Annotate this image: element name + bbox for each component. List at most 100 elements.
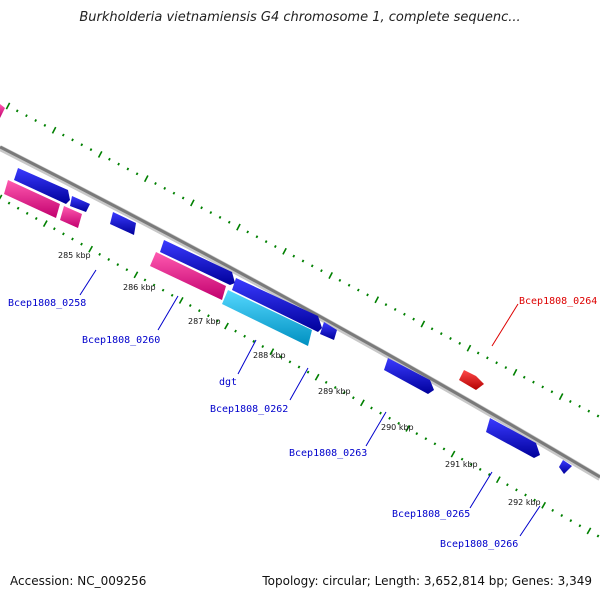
minor-tick xyxy=(207,314,210,318)
inner-tick-track xyxy=(0,194,600,538)
minor-tick xyxy=(43,123,47,127)
major-tick xyxy=(97,150,103,158)
minor-tick xyxy=(61,133,65,137)
gene-arrow-cyan[interactable] xyxy=(222,290,312,346)
gene-arrow-blue[interactable] xyxy=(14,168,70,204)
minor-tick xyxy=(533,498,536,502)
minor-tick xyxy=(458,341,462,345)
minor-tick xyxy=(117,162,120,166)
minor-tick xyxy=(550,390,554,394)
gene-arrow-blue[interactable] xyxy=(384,358,434,394)
minor-tick xyxy=(412,317,415,321)
gene-label-bcep1808-0263[interactable]: Bcep1808_0263 xyxy=(289,448,367,459)
gene-label-bcep1808-0258[interactable]: Bcep1808_0258 xyxy=(8,298,86,309)
minor-tick xyxy=(25,114,28,118)
gene-arrow-blue[interactable] xyxy=(160,240,235,285)
gene-label-bcep1808-0262[interactable]: Bcep1808_0262 xyxy=(210,404,288,415)
gene-arrow-blue[interactable] xyxy=(110,212,136,235)
minor-tick xyxy=(62,232,65,236)
minor-tick xyxy=(297,365,301,369)
gene-arrow-blue[interactable] xyxy=(320,322,337,340)
major-tick xyxy=(190,199,195,207)
minor-tick xyxy=(234,329,237,333)
minor-tick xyxy=(218,215,222,219)
minor-tick xyxy=(154,182,157,185)
major-tick xyxy=(224,322,229,330)
minor-tick xyxy=(7,201,11,205)
minor-tick xyxy=(163,186,167,190)
minor-tick xyxy=(460,457,464,461)
minor-tick xyxy=(469,462,473,466)
major-tick xyxy=(178,296,184,304)
minor-tick xyxy=(495,361,498,365)
minor-tick xyxy=(279,355,283,359)
minor-tick xyxy=(522,375,526,379)
gene-arrow-blue[interactable] xyxy=(70,196,90,212)
outer-tick-track xyxy=(5,102,600,418)
minor-tick xyxy=(486,356,489,360)
minor-tick xyxy=(71,237,74,241)
minor-tick xyxy=(243,334,247,338)
minor-tick xyxy=(52,227,56,231)
major-tick xyxy=(586,527,592,535)
minor-tick xyxy=(161,288,165,292)
major-tick xyxy=(495,476,501,484)
minor-tick xyxy=(424,437,428,441)
minor-tick xyxy=(569,519,573,523)
kbp-label: 287 kbp xyxy=(188,317,221,326)
minor-tick xyxy=(366,293,369,297)
map-title: Burkholderia vietnamiensis G4 chromosome… xyxy=(79,10,521,25)
minor-tick xyxy=(333,385,337,389)
minor-tick xyxy=(181,196,185,200)
minor-tick xyxy=(261,345,265,349)
minor-tick xyxy=(264,240,268,244)
major-tick xyxy=(420,320,426,328)
gene-arrow-pink[interactable] xyxy=(150,252,226,300)
minor-tick xyxy=(596,414,600,418)
gene-label-bcep1808-0260[interactable]: Bcep1808_0260 xyxy=(82,335,160,346)
minor-tick xyxy=(541,385,545,389)
minor-tick xyxy=(135,172,139,176)
kbp-label: 290 kbp xyxy=(381,423,414,432)
gene-arrow-pink[interactable] xyxy=(0,104,5,118)
minor-tick xyxy=(504,366,508,370)
accession-text: Accession: NC_009256 xyxy=(10,574,147,588)
major-tick xyxy=(450,450,456,458)
major-tick xyxy=(269,348,275,356)
major-tick xyxy=(42,220,48,228)
minor-tick xyxy=(310,264,314,268)
minor-tick xyxy=(197,309,201,313)
minor-tick xyxy=(415,432,419,436)
minor-tick xyxy=(34,119,38,123)
gene-arrow-blue[interactable] xyxy=(232,278,322,332)
minor-tick xyxy=(487,473,491,477)
minor-tick xyxy=(25,211,29,215)
gene-label-bcep1808-0266[interactable]: Bcep1808_0266 xyxy=(440,539,518,550)
minor-tick xyxy=(430,327,434,331)
major-tick xyxy=(466,344,472,352)
minor-tick xyxy=(449,337,452,340)
minor-tick xyxy=(442,447,446,451)
minor-tick xyxy=(116,263,120,267)
minor-tick xyxy=(227,220,231,224)
topology-summary: Topology: circular; Length: 3,652,814 bp… xyxy=(262,574,592,588)
kbp-label: 291 kbp xyxy=(445,460,478,469)
gene-arrow-red[interactable] xyxy=(459,370,484,390)
minor-tick xyxy=(596,534,600,538)
minor-tick xyxy=(370,406,373,410)
gene-arrow-pink[interactable] xyxy=(60,206,82,228)
gene-label-bcep1808-0264[interactable]: Bcep1808_0264 xyxy=(519,296,597,307)
gene-arrow-blue[interactable] xyxy=(559,460,572,474)
gene-arrow-pink[interactable] xyxy=(4,180,60,218)
gene-label-bcep1808-0265[interactable]: Bcep1808_0265 xyxy=(392,509,470,520)
minor-tick xyxy=(478,467,482,471)
minor-tick xyxy=(152,283,156,287)
gene-label-dgt[interactable]: dgt xyxy=(219,377,237,388)
minor-tick xyxy=(288,360,292,364)
minor-tick xyxy=(578,524,582,528)
kbp-label: 288 kbp xyxy=(253,351,286,360)
gene-arrow-blue[interactable] xyxy=(486,418,540,458)
kbp-labels: 285 kbp 286 kbp 287 kbp 288 kbp 289 kbp … xyxy=(58,251,541,507)
gene-labels: Bcep1808_0258 Bcep1808_0260 dgt Bcep1808… xyxy=(8,296,597,550)
